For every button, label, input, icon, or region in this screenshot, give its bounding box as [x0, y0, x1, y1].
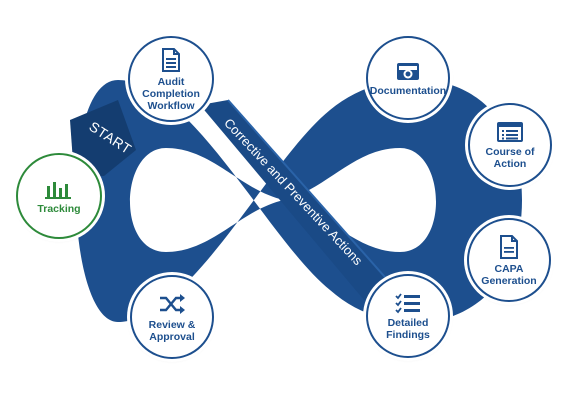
document-icon — [162, 47, 180, 72]
node-documentation[interactable]: Documentation — [366, 36, 450, 120]
node-course-of-action[interactable]: Course of Action — [468, 103, 552, 187]
list-window-icon — [497, 121, 523, 142]
crossing-ribbon — [200, 100, 392, 300]
review-approval-label: Review & Approval — [148, 318, 196, 343]
checklist-icon — [395, 292, 420, 313]
start-arrow — [70, 100, 136, 176]
node-tracking[interactable]: Tracking — [16, 153, 102, 239]
bar-chart-icon — [45, 181, 71, 199]
node-capa-generation[interactable]: CAPA Generation — [467, 218, 551, 302]
detailed-findings-label: Detailed Findings — [386, 316, 430, 341]
node-audit-completion-workflow[interactable]: Audit Completion Workflow — [128, 36, 214, 122]
camera-icon — [397, 62, 419, 80]
tracking-label: Tracking — [37, 202, 81, 215]
crossing-edge — [227, 99, 393, 286]
documentation-label: Documentation — [369, 84, 447, 97]
audit-label: Audit Completion Workflow — [142, 75, 200, 112]
shuffle-icon — [160, 293, 185, 314]
node-review-approval[interactable]: Review & Approval — [130, 275, 214, 359]
file-icon — [500, 234, 518, 259]
capa-generation-label: CAPA Generation — [481, 262, 537, 287]
node-detailed-findings[interactable]: Detailed Findings — [366, 274, 450, 358]
course-of-action-label: Course of Action — [485, 145, 535, 170]
infinity-band — [75, 79, 522, 323]
